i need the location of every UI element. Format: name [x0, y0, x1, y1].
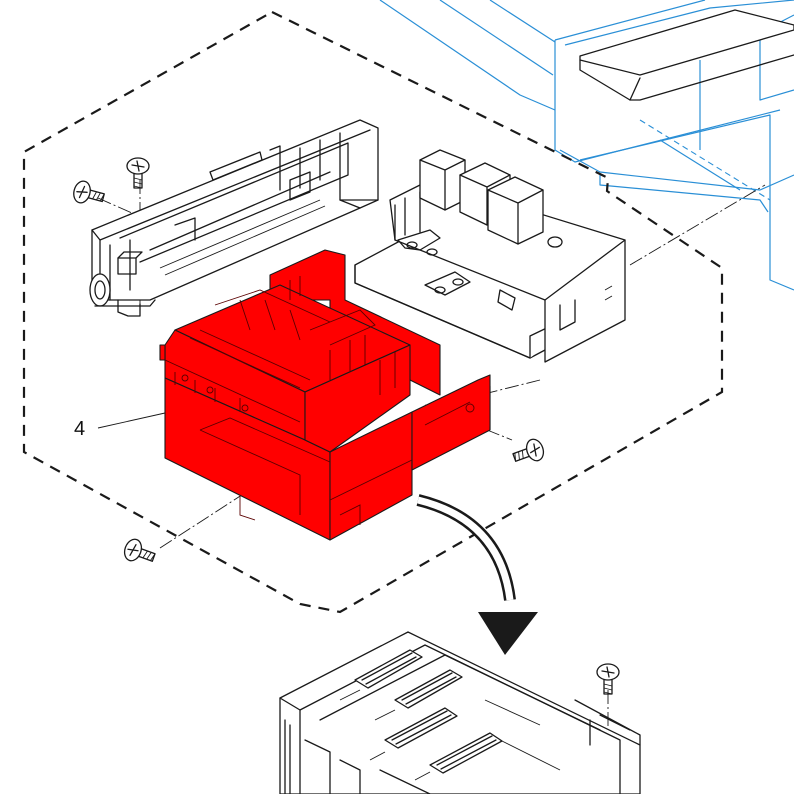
assembly-boundary — [22, 10, 724, 614]
screw-icon — [596, 663, 620, 695]
callout-leader-line — [97, 412, 166, 429]
relay-frame — [354, 149, 626, 363]
curved-arrow-icon — [416, 494, 538, 655]
ghost-machine-outline — [379, 0, 794, 291]
lower-tray-assembly — [279, 631, 641, 794]
left-rail-bracket — [89, 119, 379, 317]
highlighted-unit-4 — [159, 249, 491, 541]
screw-icon — [73, 180, 105, 204]
screw-icon — [126, 157, 150, 189]
screw-icon — [123, 538, 156, 562]
callout-label-4: 4 — [74, 418, 85, 440]
screw-icon — [512, 438, 545, 462]
